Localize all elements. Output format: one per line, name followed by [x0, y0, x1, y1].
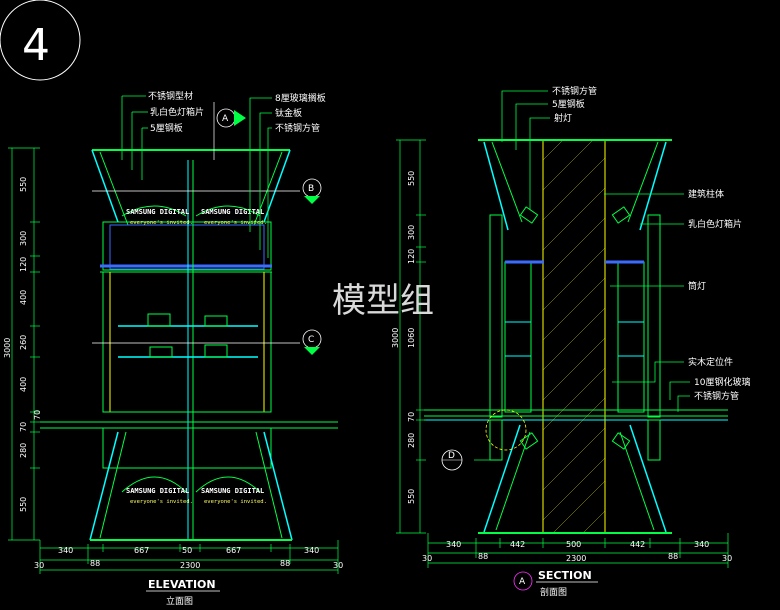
elevation-horizontal-dim-lines: [39, 540, 339, 574]
watermark-text: 模型组: [332, 281, 434, 321]
elevation-view: [40, 102, 338, 541]
sec-hdim-3: 500: [566, 540, 581, 549]
elev-vdim-9: 280: [19, 443, 28, 458]
brand-text-4: SAMSUNG DIGITAL: [201, 487, 264, 495]
elev-vdim-3: 120: [19, 257, 28, 272]
elevation-leaders: [121, 95, 272, 258]
sec-vdim-1: 550: [407, 171, 416, 186]
sec-total-height: 3000: [391, 328, 400, 348]
elev-hdim-5: 340: [304, 546, 319, 555]
section-marker-c: C: [302, 329, 322, 355]
elev-hdim-9: 30: [333, 561, 343, 570]
brand-subtext-1: everyone's invited.: [130, 220, 193, 226]
section-view: [424, 139, 728, 534]
elev-vdim-7: 70: [33, 410, 42, 420]
elev-label-steel-plate: 5厘钢板: [150, 122, 183, 134]
sec-hdim-2: 442: [510, 540, 525, 549]
detail-callout-circle: [485, 409, 527, 451]
section-vertical-dim-lines: [396, 139, 426, 534]
svg-text:D: D: [448, 451, 455, 461]
elev-hdim-2: 667: [134, 546, 149, 555]
section-title: SECTION: [538, 569, 592, 582]
sec-hdim-1: 340: [446, 540, 461, 549]
sheet-number: 4: [22, 20, 50, 71]
elev-vdim-5: 260: [19, 335, 28, 350]
sec-label-building-column: 建筑柱体: [688, 188, 724, 200]
sec-label-wood-locator: 实木定位件: [688, 356, 733, 368]
sec-label-tempered-glass: 10厘钢化玻璃: [694, 376, 750, 388]
sec-vdim-5: 70: [407, 412, 416, 422]
sec-hdim-7: 88: [478, 552, 488, 561]
sec-hdim-5: 340: [694, 540, 709, 549]
elev-hdim-3: 50: [182, 546, 192, 555]
section-leaders: [474, 90, 690, 461]
elev-total-height: 3000: [3, 338, 12, 358]
sec-vdim-4: 1060: [407, 328, 416, 348]
elev-total-width: 2300: [180, 561, 200, 570]
brand-text-3: SAMSUNG DIGITAL: [126, 487, 189, 495]
brand-subtext-4: everyone's invited.: [204, 499, 267, 505]
sec-vdim-2: 300: [407, 225, 416, 240]
elev-vdim-8: 70: [19, 422, 28, 432]
sec-label-stainless-tube-bottom: 不锈钢方管: [694, 390, 739, 402]
elev-vdim-4: 400: [19, 290, 28, 305]
sec-hdim-4: 442: [630, 540, 645, 549]
elev-vdim-10: 550: [19, 497, 28, 512]
detail-marker-d: D: [441, 449, 463, 471]
brand-text-2: SAMSUNG DIGITAL: [201, 208, 264, 216]
section-marker-a: A: [216, 108, 246, 128]
elev-hdim-6: 30: [34, 561, 44, 570]
elev-label-stainless-tube: 不锈钢方管: [275, 122, 320, 134]
brand-subtext-3: everyone's invited.: [130, 499, 193, 505]
brand-text-1: SAMSUNG DIGITAL: [126, 208, 189, 216]
svg-text:C: C: [308, 335, 314, 345]
sec-label-lightbox-sheet: 乳白色灯箱片: [688, 218, 742, 230]
sec-vdim-7: 550: [407, 489, 416, 504]
sec-vdim-6: 280: [407, 433, 416, 448]
sec-label-downlight: 筒灯: [688, 280, 706, 292]
elev-hdim-8: 88: [280, 559, 290, 568]
elev-label-stainless-profile: 不锈钢型材: [148, 90, 193, 102]
elevation-title: ELEVATION: [148, 578, 216, 591]
section-title-marker-text: A: [519, 577, 526, 587]
sec-label-spotlight: 射灯: [554, 112, 572, 124]
sec-vdim-3: 120: [407, 249, 416, 264]
section-title-marker: [513, 571, 533, 591]
sec-hdim-9: 30: [722, 554, 732, 563]
elevation-vertical-dim-lines: [8, 147, 40, 541]
sec-total-width: 2300: [566, 554, 586, 563]
brand-subtext-2: everyone's invited.: [204, 220, 267, 226]
elevation-subtitle: 立面图: [166, 595, 193, 607]
elev-vdim-2: 300: [19, 231, 28, 246]
elev-label-lightbox-sheet: 乳白色灯箱片: [150, 106, 204, 118]
sec-hdim-6: 30: [422, 554, 432, 563]
elev-hdim-1: 340: [58, 546, 73, 555]
elev-vdim-1: 550: [19, 177, 28, 192]
elev-vdim-6: 400: [19, 377, 28, 392]
elev-hdim-4: 667: [226, 546, 241, 555]
section-subtitle: 剖面图: [540, 586, 567, 598]
elev-label-glass-shelf: 8厘玻璃搁板: [275, 92, 326, 104]
sec-label-stainless-tube-top: 不锈钢方管: [552, 85, 597, 97]
elev-hdim-7: 88: [90, 559, 100, 568]
sec-label-steel-plate: 5厘钢板: [552, 98, 585, 110]
svg-text:A: A: [222, 114, 229, 124]
sheet-number-circle: [0, 0, 81, 81]
sec-hdim-8: 88: [668, 552, 678, 561]
svg-text:B: B: [308, 184, 314, 194]
section-marker-b: B: [302, 178, 322, 204]
elev-label-titanium-plate: 钛金板: [275, 107, 302, 119]
section-horizontal-dim-lines: [427, 533, 729, 568]
